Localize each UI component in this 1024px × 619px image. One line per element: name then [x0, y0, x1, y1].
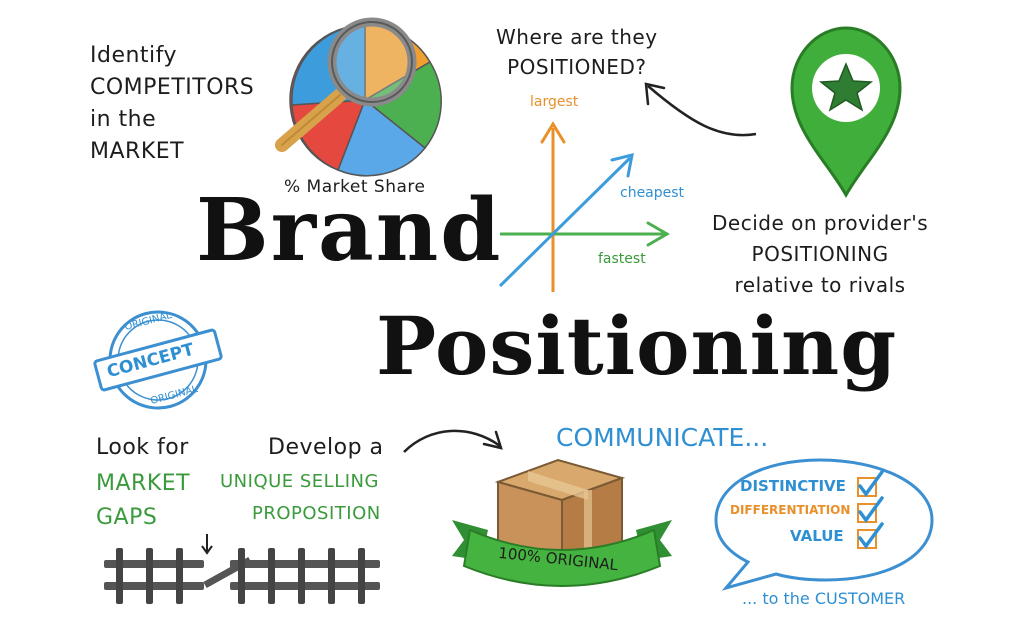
- positioning-axes: [498, 121, 670, 292]
- communicate-heading: COMMUNICATE...: [556, 423, 769, 452]
- where-positioned-line: Where are they: [496, 25, 658, 49]
- arrow-icon: [644, 82, 757, 137]
- competitors-line: COMPETITORS: [90, 75, 255, 100]
- usp-line1: Develop a: [268, 435, 384, 460]
- decide-line: POSITIONING: [751, 242, 889, 266]
- communicate-footer: ... to the CUSTOMER: [742, 589, 906, 608]
- axis-label-cheapest: cheapest: [620, 185, 685, 201]
- arrow-to-box-icon: [403, 429, 503, 453]
- competitors-line: in the: [90, 107, 157, 132]
- where-positioned-text: Where are they POSITIONED?: [496, 22, 658, 82]
- stamp-icon: [93, 310, 223, 410]
- competitors-text: Identify COMPETITORS in the MARKET: [90, 40, 254, 168]
- decide-line: relative to rivals: [734, 273, 906, 297]
- communicate-item-differentiation: DIFFERENTIATION: [730, 503, 851, 517]
- market-gaps-line1: Look for: [96, 435, 189, 460]
- location-pin-icon: [790, 26, 902, 199]
- decide-text: Decide on provider's POSITIONING relativ…: [712, 208, 928, 301]
- speech-bubble-icon: [714, 458, 934, 591]
- communicate-item-distinctive: DISTINCTIVE: [740, 477, 846, 495]
- market-share-label: % Market Share: [284, 177, 426, 197]
- decide-line: Decide on provider's: [712, 211, 929, 235]
- magnifier-icon: [275, 17, 417, 152]
- star-icon: [818, 62, 874, 112]
- where-positioned-line: POSITIONED?: [507, 55, 647, 79]
- title-brand: Brand: [196, 180, 503, 281]
- competitors-line: MARKET: [90, 139, 185, 164]
- checkbox-icon: [857, 470, 884, 549]
- title-positioning: Positioning: [376, 299, 898, 393]
- usp-line3: PROPOSITION: [252, 503, 381, 524]
- axis-label-fastest: fastest: [598, 251, 646, 267]
- market-gaps-line2: MARKET: [96, 471, 191, 496]
- green-banner: [452, 520, 672, 587]
- fence-icon: [104, 534, 380, 604]
- communicate-item-value: VALUE: [790, 527, 844, 545]
- usp-line2: UNIQUE SELLING: [220, 471, 379, 492]
- market-gaps-line3: GAPS: [96, 505, 158, 530]
- competitors-line: Identify: [90, 43, 178, 68]
- axis-label-largest: largest: [530, 94, 579, 110]
